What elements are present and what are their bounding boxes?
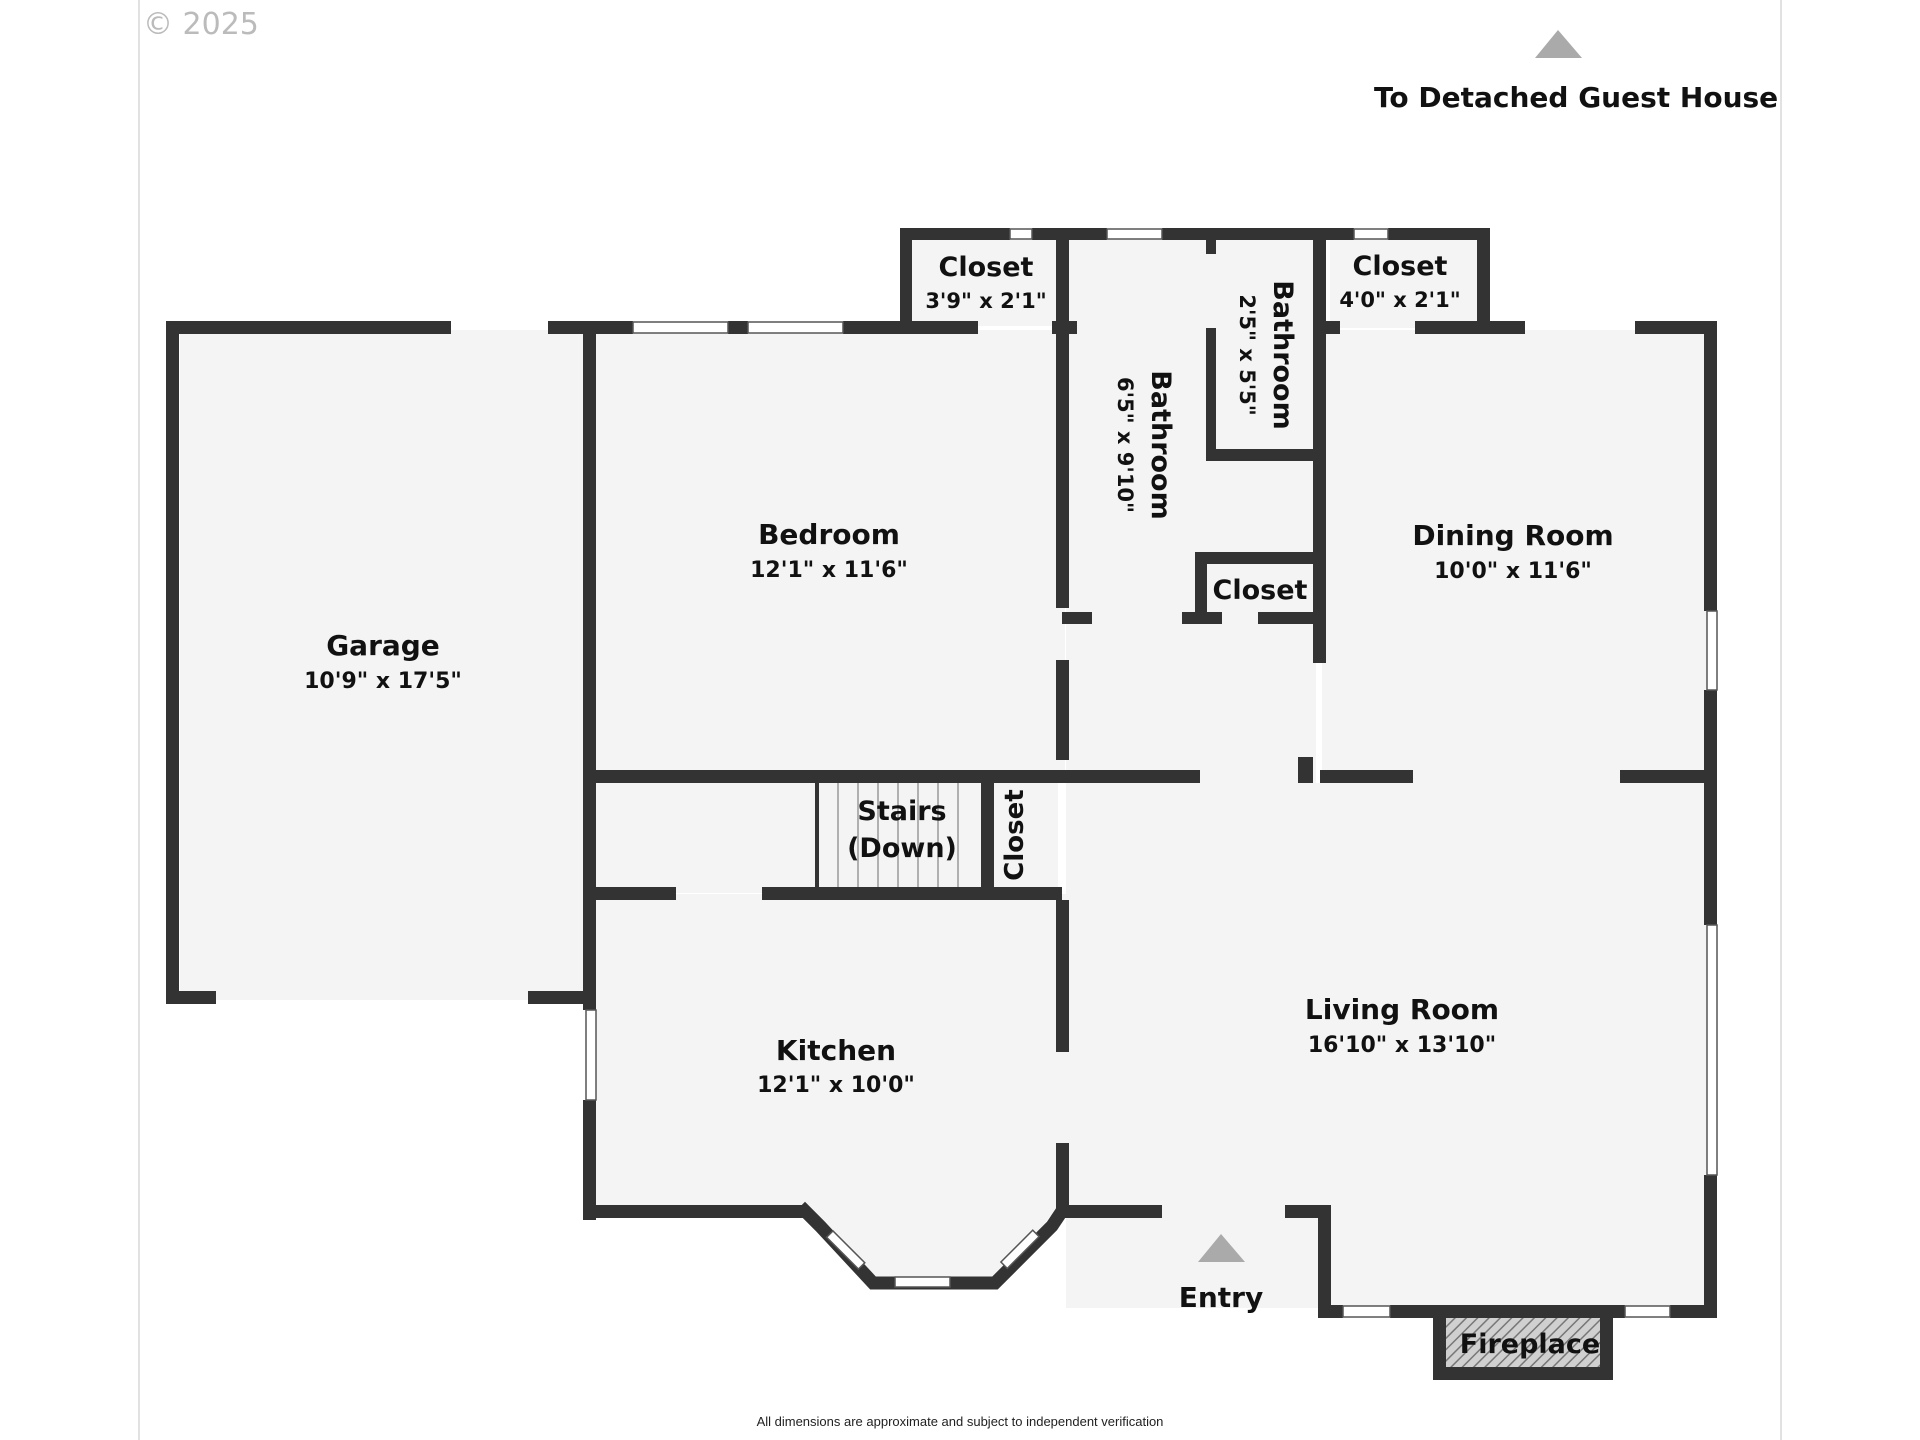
fireplace-hearth xyxy=(1446,1318,1600,1367)
windows xyxy=(585,228,1718,1318)
living-room-dim: 16'10" x 13'10" xyxy=(1308,1033,1496,1058)
copyright-text: © 2025 xyxy=(143,7,259,42)
living-room-label: Living Room xyxy=(1305,993,1499,1026)
bedroom-dim: 12'1" x 11'6" xyxy=(750,558,908,583)
closet-4-group: Closet xyxy=(1000,789,1030,880)
bathroom-2-group: Bathroom 2'5" x 5'5" xyxy=(1235,280,1298,429)
kitchen-bay-windows xyxy=(825,1229,1041,1288)
fireplace-label: Fireplace xyxy=(1460,1329,1600,1360)
disclaimer-text: All dimensions are approximate and subje… xyxy=(757,1414,1164,1429)
garage-label: Garage xyxy=(326,629,440,662)
bathroom-2-dim: 2'5" x 5'5" xyxy=(1235,294,1259,415)
entry-label: Entry xyxy=(1179,1281,1264,1314)
guest-house-label: To Detached Guest House xyxy=(1374,81,1778,114)
closet-2-dim: 4'0" x 2'1" xyxy=(1339,288,1460,312)
kitchen-dim: 12'1" x 10'0" xyxy=(757,1073,915,1098)
kitchen-label: Kitchen xyxy=(776,1034,896,1067)
guest-house-arrow-icon xyxy=(1535,30,1582,58)
walls xyxy=(166,228,1717,1380)
bathroom-1-dim: 6'5" x 9'10" xyxy=(1113,377,1137,513)
stair-treads xyxy=(837,783,959,887)
closet-1-label: Closet xyxy=(939,252,1034,283)
entry-arrow-icon xyxy=(1198,1234,1245,1262)
closet-1-dim: 3'9" x 2'1" xyxy=(925,289,1046,313)
bathroom-2-label: Bathroom xyxy=(1267,280,1298,429)
bathroom-1-group: Bathroom 6'5" x 9'10" xyxy=(1113,370,1176,519)
bedroom-label: Bedroom xyxy=(758,518,900,551)
garage-dim: 10'9" x 17'5" xyxy=(304,669,462,694)
closet-3-label: Closet xyxy=(1213,575,1308,606)
closet-4-label: Closet xyxy=(1000,789,1030,880)
dining-room-label: Dining Room xyxy=(1412,519,1613,552)
stairs-direction: (Down) xyxy=(847,833,957,864)
dining-room-dim: 10'0" x 11'6" xyxy=(1434,559,1592,584)
closet-2-label: Closet xyxy=(1353,251,1448,282)
stairs-label: Stairs xyxy=(857,796,946,827)
bathroom-1-label: Bathroom xyxy=(1145,370,1176,519)
